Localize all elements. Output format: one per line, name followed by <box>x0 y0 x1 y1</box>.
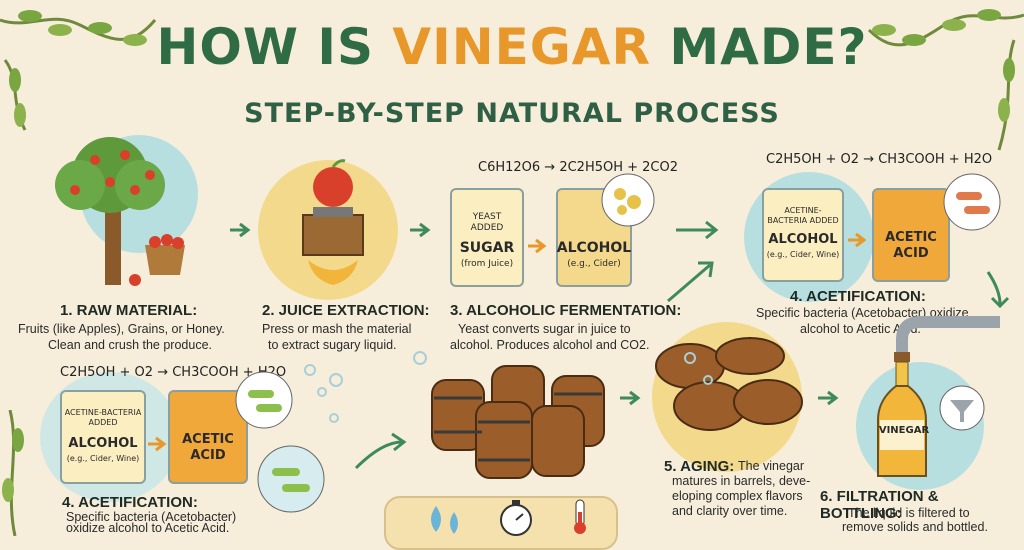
vine-bottom-left <box>2 410 24 536</box>
acetification-bottom-title: 4. ACETIFICATION: <box>62 494 198 511</box>
acetification-top-formula: C2H5OH + O2 → CH3COOH + H2O <box>766 152 993 167</box>
sugar-jar <box>450 188 524 287</box>
acet-bottom-jar1-main: ALCOHOL <box>68 436 138 451</box>
bacteria-icon <box>257 445 325 513</box>
fermentation-line1: Yeast converts sugar in juice to <box>458 322 631 336</box>
acet-top-jar2-main: ACETIC <box>885 230 937 245</box>
acet-bottom-acid-jar <box>168 390 248 484</box>
fermentation-line2: alcohol. Produces alcohol and CO2. <box>450 338 650 352</box>
barrel-icon <box>431 365 605 479</box>
raw-material-line2: Clean and crush the produce. <box>48 338 212 352</box>
acetification-bottom-line2: oxidize alcohol to Acetic Acid. <box>66 521 230 535</box>
aging-title: 5. AGING: <box>664 458 735 475</box>
arrow-1-2 <box>230 222 251 238</box>
arrow-alcohol-acid-top <box>848 232 867 248</box>
acet-top-jar1-sub: (e.g., Cider, Wine) <box>766 250 840 259</box>
acet-top-alcohol-jar <box>762 188 844 282</box>
sugar-jar-sub: (from Juice) <box>460 259 514 269</box>
apple-press-icon <box>302 159 364 285</box>
acet-top-jar1-top2: BACTERIA ADDED <box>767 216 839 225</box>
arrow-aging-bottling <box>818 390 839 406</box>
arrow-sugar-alcohol <box>528 238 547 254</box>
raw-material-line1: Fruits (like Apples), Grains, or Honey. <box>18 322 225 336</box>
bubbles-decoration <box>304 351 713 423</box>
acet-top-jar1-top: ACETINE- <box>784 206 822 215</box>
acet-top-jar1-main: ALCOHOL <box>768 232 838 247</box>
acet-top-jar2-main2: ACID <box>893 246 929 261</box>
funnel-icon <box>939 385 985 431</box>
bottling-line1: The liquid is filtered to <box>848 506 970 520</box>
aging-line4: and clarity over time. <box>672 504 788 518</box>
acet-bottom-jar2-main2: ACID <box>190 448 226 463</box>
arrow-2-3 <box>410 222 431 238</box>
juice-title: 2. JUICE EXTRACTION: <box>262 302 430 319</box>
aging-line3: eloping complex flavors <box>672 489 803 503</box>
acet-bottom-alcohol-jar <box>60 390 146 484</box>
aging-line1: The vinegar <box>738 459 805 473</box>
arrow-4-down <box>986 271 1010 309</box>
sugar-jar-top: YEAST <box>472 212 502 222</box>
stopwatch-icon <box>500 500 532 536</box>
bottle-label: VINEGAR <box>878 425 930 436</box>
acet-bottom-jar2-main: ACETIC <box>182 432 234 447</box>
thermometer-icon <box>574 499 586 534</box>
arrow-barrels-aging <box>620 390 641 406</box>
fermentation-formula: C6H12O6 → 2C2H5OH + 2CO2 <box>478 160 679 175</box>
acet-bottom-jar1-top2: ADDED <box>88 418 118 427</box>
bacteria-icon <box>235 371 293 429</box>
arrow-3-4-top <box>676 220 719 240</box>
acet-bottom-jar1-top: ACETINE-BACTERIA <box>64 408 142 417</box>
acetification-top-title: 4. ACETIFICATION: <box>790 288 926 305</box>
yeast-icon <box>601 173 655 227</box>
barrel-icon <box>655 337 803 431</box>
juice-line1: Press or mash the material <box>262 322 412 336</box>
juice-line2: to extract sugary liquid. <box>268 338 397 352</box>
sugar-jar-main: SUGAR <box>459 240 515 256</box>
bacteria-icon <box>943 173 1001 231</box>
arrow-to-barrels <box>354 432 407 470</box>
vine-top-right <box>867 9 1024 151</box>
vine-top-left <box>0 10 157 131</box>
pipe-icon <box>896 316 1000 360</box>
sugar-jar-top2: ADDED <box>470 223 504 233</box>
arrow-alcohol-acid-bottom <box>148 436 167 452</box>
bottle-icon <box>877 352 927 477</box>
bottling-title: 6. FILTRATION & BOTTLING: <box>820 488 939 522</box>
acetification-bottom-formula: C2H5OH + O2 → CH3COOH + H2O <box>60 365 287 380</box>
fermentation-title: 3. ALCOHOLIC FERMENTATION: <box>450 302 682 319</box>
aging-line2: matures in barrels, deve- <box>672 474 811 488</box>
acet-bottom-jar1-sub: (e.g., Cider, Wine) <box>66 454 140 463</box>
apple-tree-icon <box>55 137 185 286</box>
raw-material-title: 1. RAW MATERIAL: <box>60 302 198 319</box>
page-title: HOW IS VINEGAR MADE? <box>156 18 868 76</box>
acet-top-acid-jar <box>872 188 950 282</box>
arrow-3-5-diag <box>667 261 714 303</box>
alcohol-jar-main: ALCOHOL <box>556 240 632 256</box>
acetification-top-line2: alcohol to Acetic Acid. <box>800 322 921 336</box>
page-subtitle: STEP-BY-STEP NATURAL PROCESS <box>244 98 780 129</box>
bottling-line2: remove solids and bottled. <box>842 520 988 534</box>
acetification-bottom-line1: Specific bacteria (Acetobacter) <box>66 510 237 524</box>
water-drop-icon <box>431 506 458 534</box>
alcohol-jar-sub: (e.g., Cider) <box>567 259 621 269</box>
